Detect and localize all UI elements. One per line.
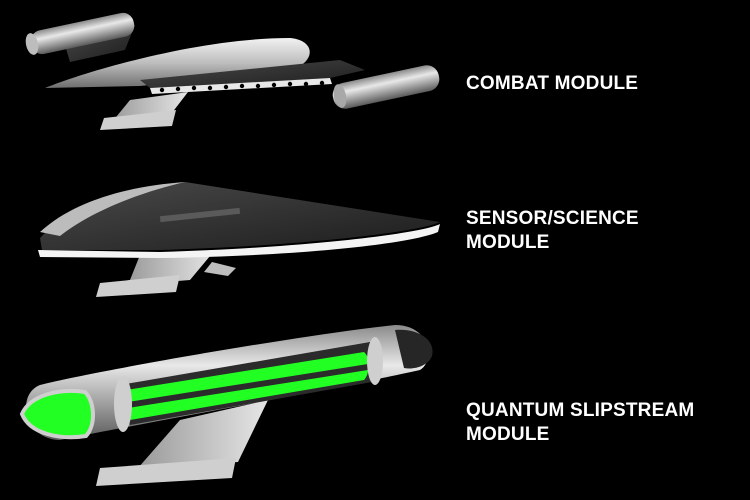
combat-left-nacelle — [25, 12, 135, 55]
quantum-module-ship — [19, 325, 433, 486]
sensor-panel — [159, 207, 241, 223]
quantum-strut — [138, 400, 268, 468]
quantum-ring-front — [114, 376, 132, 432]
combat-wing — [140, 60, 365, 88]
combat-module-label-line-1: COMBAT MODULE — [466, 73, 639, 94]
sensor-rim-top — [40, 182, 185, 236]
quantum-front-cap — [19, 388, 95, 440]
sensor-module-label-line-2: MODULE — [466, 232, 550, 253]
sensor-strut-fin — [204, 262, 236, 276]
quantum-module-label: QUANTUM SLIPSTREAM MODULE — [466, 399, 694, 447]
combat-light-row — [159, 80, 325, 93]
sensor-module-label: SENSOR/SCIENCE MODULE — [466, 207, 639, 255]
sensor-module-ship — [38, 182, 440, 297]
quantum-strut-foot — [96, 458, 236, 486]
sensor-strut — [128, 250, 215, 285]
quantum-green-band-lower — [128, 370, 368, 420]
quantum-ring-rear — [367, 337, 383, 385]
quantum-rear-cap — [395, 329, 433, 369]
quantum-module-label-line-2: MODULE — [466, 424, 550, 445]
combat-module-label: COMBAT MODULE — [466, 72, 638, 96]
combat-hull — [45, 38, 310, 88]
quantum-module-label-line-1: QUANTUM SLIPSTREAM — [466, 400, 695, 421]
combat-right-nacelle — [332, 65, 440, 109]
quantum-green-band-upper — [126, 352, 369, 402]
sensor-rim-edge — [38, 224, 440, 258]
sensor-strut-foot — [96, 275, 180, 297]
combat-module-ship — [25, 12, 440, 130]
combat-strut-foot — [100, 110, 176, 130]
sensor-module-label-line-1: SENSOR/SCIENCE — [466, 208, 639, 229]
sensor-hull — [40, 182, 440, 250]
